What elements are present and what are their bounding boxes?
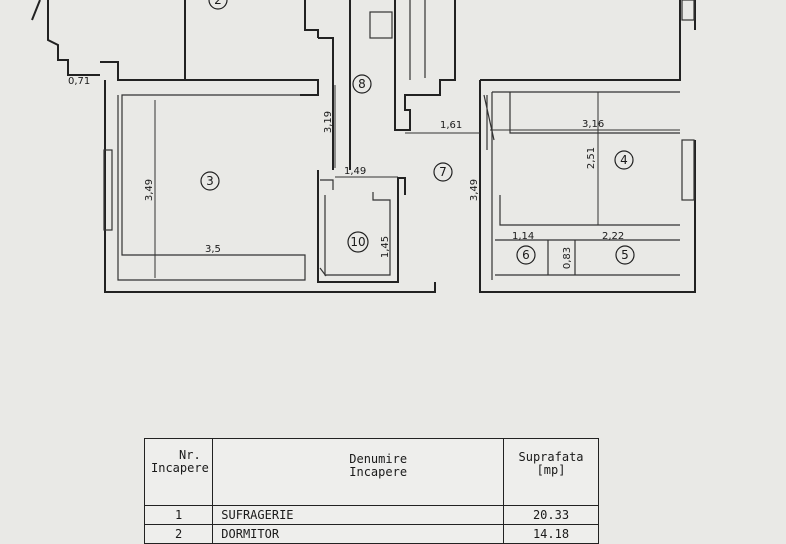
wall-room-3-top — [100, 61, 319, 96]
wall-right-block — [479, 80, 696, 293]
wall-outer-bottom-left — [104, 80, 436, 293]
room-marker: 6 — [516, 245, 536, 265]
room-marker: 3 — [200, 171, 220, 191]
header-nr-line2: Incapere — [151, 461, 209, 475]
dimension-label: 3,19 — [323, 111, 334, 133]
room-marker: 10 — [347, 231, 369, 253]
room-area-table: Nr. Incapere Denumire Incapere Suprafata… — [143, 438, 599, 544]
room-marker: 7 — [433, 162, 453, 182]
wall-room-2 — [184, 0, 319, 80]
floor-plan: 2 8 3 7 4 10 6 5 0,71 3,19 1,61 3,16 3,4… — [31, 0, 696, 293]
wall-room-4-top — [480, 0, 696, 81]
header-den-line1: Denumire — [349, 452, 408, 466]
door-room-4 — [483, 94, 495, 150]
dimension-label: 3,5 — [205, 244, 221, 255]
room-marker: 4 — [614, 150, 634, 170]
dimension-label: 1,45 — [380, 236, 391, 258]
dimension-label: 1,61 — [440, 120, 462, 131]
dimension-label: 2,22 — [602, 231, 624, 242]
header-nr: Nr. Incapere — [143, 438, 214, 506]
wall-room-10-inner — [320, 179, 391, 276]
wall-rooms-5-6 — [495, 195, 680, 276]
dimension-label: 1,49 — [344, 166, 366, 177]
wall-room-10 — [317, 170, 406, 283]
cell-name: DORMITOR — [212, 524, 505, 544]
room-number: 10 — [350, 235, 365, 249]
header-nr-line1: Nr. — [179, 448, 201, 462]
header-sup-line1: Suprafata — [518, 450, 584, 464]
cell-nr: 1 — [143, 505, 214, 525]
wall-room-3-inner — [117, 94, 306, 281]
wall-room-8 — [318, 0, 351, 170]
cell-area: 20.33 — [503, 505, 599, 525]
room-number: 7 — [439, 165, 447, 179]
dimension-label: 0,71 — [68, 76, 90, 87]
room-marker: 2 — [208, 0, 228, 10]
door-room-10 — [319, 267, 327, 277]
window-top-right — [681, 0, 695, 21]
header-suprafata: Suprafata [mp] — [503, 438, 599, 506]
dimension-label: 3,49 — [144, 179, 155, 201]
cell-area: 14.18 — [503, 524, 599, 544]
table-row: 1 SUFRAGERIE 20.33 — [143, 505, 599, 525]
wall-stair — [394, 0, 456, 131]
dimension-label: 3,16 — [582, 119, 604, 130]
table-row: 2 DORMITOR 14.18 — [143, 524, 599, 544]
room-number: 4 — [620, 153, 628, 167]
dimension-label: 2,51 — [586, 147, 597, 169]
dimension-label: 3,49 — [469, 179, 480, 201]
window-room-4 — [681, 139, 695, 201]
dimension-label: 1,14 — [512, 231, 534, 242]
wall-room-4-inner — [491, 91, 680, 280]
dimension-label: 0,83 — [562, 247, 573, 269]
room-number: 2 — [214, 0, 222, 7]
room-marker: 5 — [615, 245, 635, 265]
wall-top-left — [31, 0, 100, 76]
table-header-row: Nr. Incapere Denumire Incapere Suprafata… — [143, 438, 599, 506]
room-number: 5 — [621, 248, 629, 262]
room-number: 6 — [522, 248, 530, 262]
window-room-3 — [103, 149, 113, 231]
room-marker: 8 — [352, 74, 372, 94]
header-den-line2: Incapere — [349, 465, 408, 479]
stair-block — [369, 11, 393, 39]
stair-lines — [409, 0, 426, 80]
header-sup-line2: [mp] — [536, 463, 566, 477]
room-number: 8 — [358, 77, 366, 91]
cell-nr: 2 — [143, 524, 214, 544]
header-denumire: Denumire Incapere — [212, 438, 505, 506]
room-number: 3 — [206, 174, 214, 188]
cell-name: SUFRAGERIE — [212, 505, 505, 525]
